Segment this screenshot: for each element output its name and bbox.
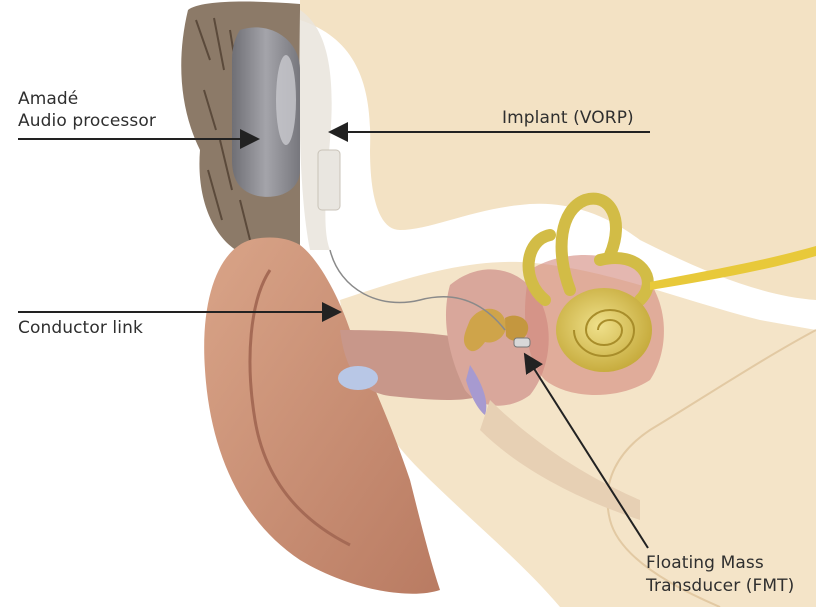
audio-processor-label-line1: Amadé: [18, 89, 78, 110]
conductor-link-label: Conductor link: [18, 318, 143, 339]
implant-body: [299, 10, 340, 250]
implant-label: Implant (VORP): [502, 108, 634, 129]
audio-processor-label-line2: Audio processor: [18, 111, 156, 132]
fmt-label-line1: Floating Mass: [646, 553, 764, 574]
fmt-label-line2: Transducer (FMT): [646, 576, 794, 597]
cochlea: [556, 288, 652, 372]
audio-processor-device: [232, 27, 300, 196]
canal-highlight: [338, 366, 378, 390]
fmt-device: [514, 338, 530, 347]
